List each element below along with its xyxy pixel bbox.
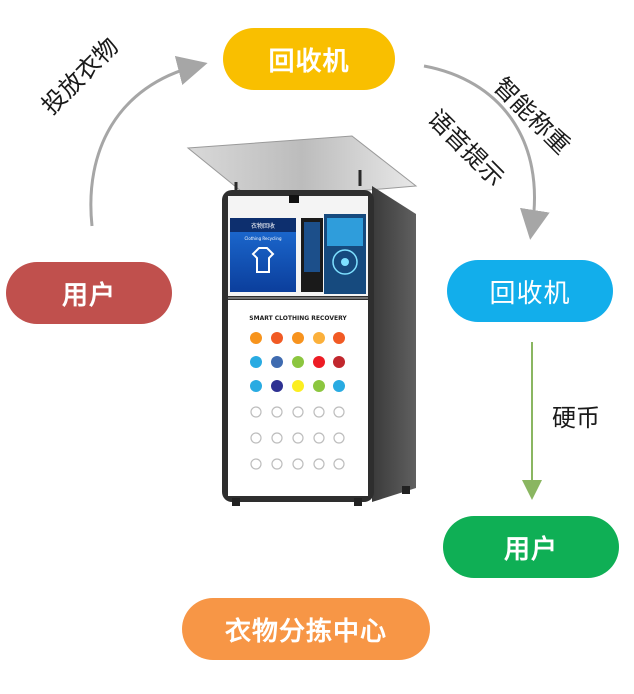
- arrow-user-to-recycler: [89, 55, 208, 227]
- panel-title: SMART CLOTHING RECOVERY: [249, 315, 347, 322]
- edge-label-coin: 硬币: [552, 404, 600, 432]
- recycling-machine-image: 衣物回收 Clothing Recycling SMART CLOTHING R…: [186, 135, 418, 506]
- node-recycler-top: 回收机: [223, 28, 395, 90]
- arrow-recycler-to-recycler: [423, 64, 550, 240]
- node-sorting-center: 衣物分拣中心: [182, 598, 430, 660]
- node-user-right: 用户: [443, 516, 619, 578]
- node-recycler-right: 回收机: [447, 260, 613, 322]
- left-screen-title: 衣物回收: [251, 222, 275, 230]
- node-user-left: 用户: [6, 262, 172, 324]
- clothing-icons: [250, 332, 345, 470]
- left-screen-subtitle: Clothing Recycling: [244, 236, 281, 241]
